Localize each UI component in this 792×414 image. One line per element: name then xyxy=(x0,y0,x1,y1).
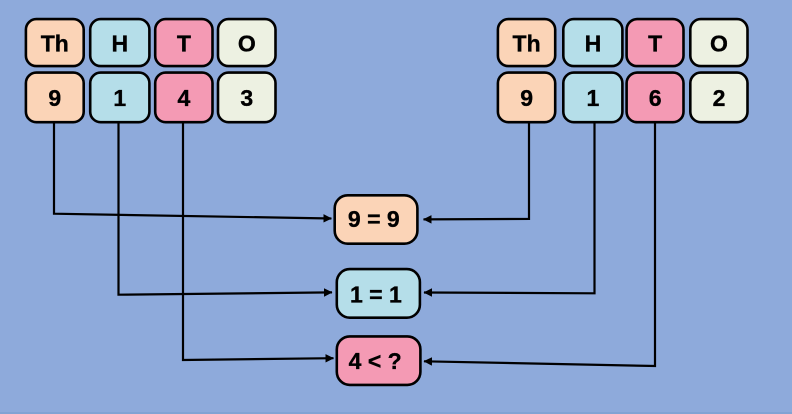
svg-text:9: 9 xyxy=(48,85,61,111)
svg-text:T: T xyxy=(648,31,662,57)
svg-text:2: 2 xyxy=(713,85,726,111)
svg-text:Th: Th xyxy=(41,31,69,57)
svg-text:4 < ?: 4 < ? xyxy=(349,348,402,374)
svg-text:1: 1 xyxy=(587,85,600,111)
svg-text:4: 4 xyxy=(178,85,191,111)
svg-text:H: H xyxy=(111,31,128,57)
svg-text:H: H xyxy=(585,31,602,57)
svg-text:9 = 9: 9 = 9 xyxy=(348,206,400,232)
svg-text:O: O xyxy=(710,31,728,57)
svg-text:O: O xyxy=(238,31,256,57)
svg-text:Th: Th xyxy=(513,31,541,57)
svg-text:T: T xyxy=(177,31,191,57)
svg-text:6: 6 xyxy=(649,85,662,111)
svg-text:3: 3 xyxy=(240,85,253,111)
svg-text:9: 9 xyxy=(520,85,533,111)
svg-text:1 = 1: 1 = 1 xyxy=(350,282,402,308)
svg-text:1: 1 xyxy=(113,85,126,111)
